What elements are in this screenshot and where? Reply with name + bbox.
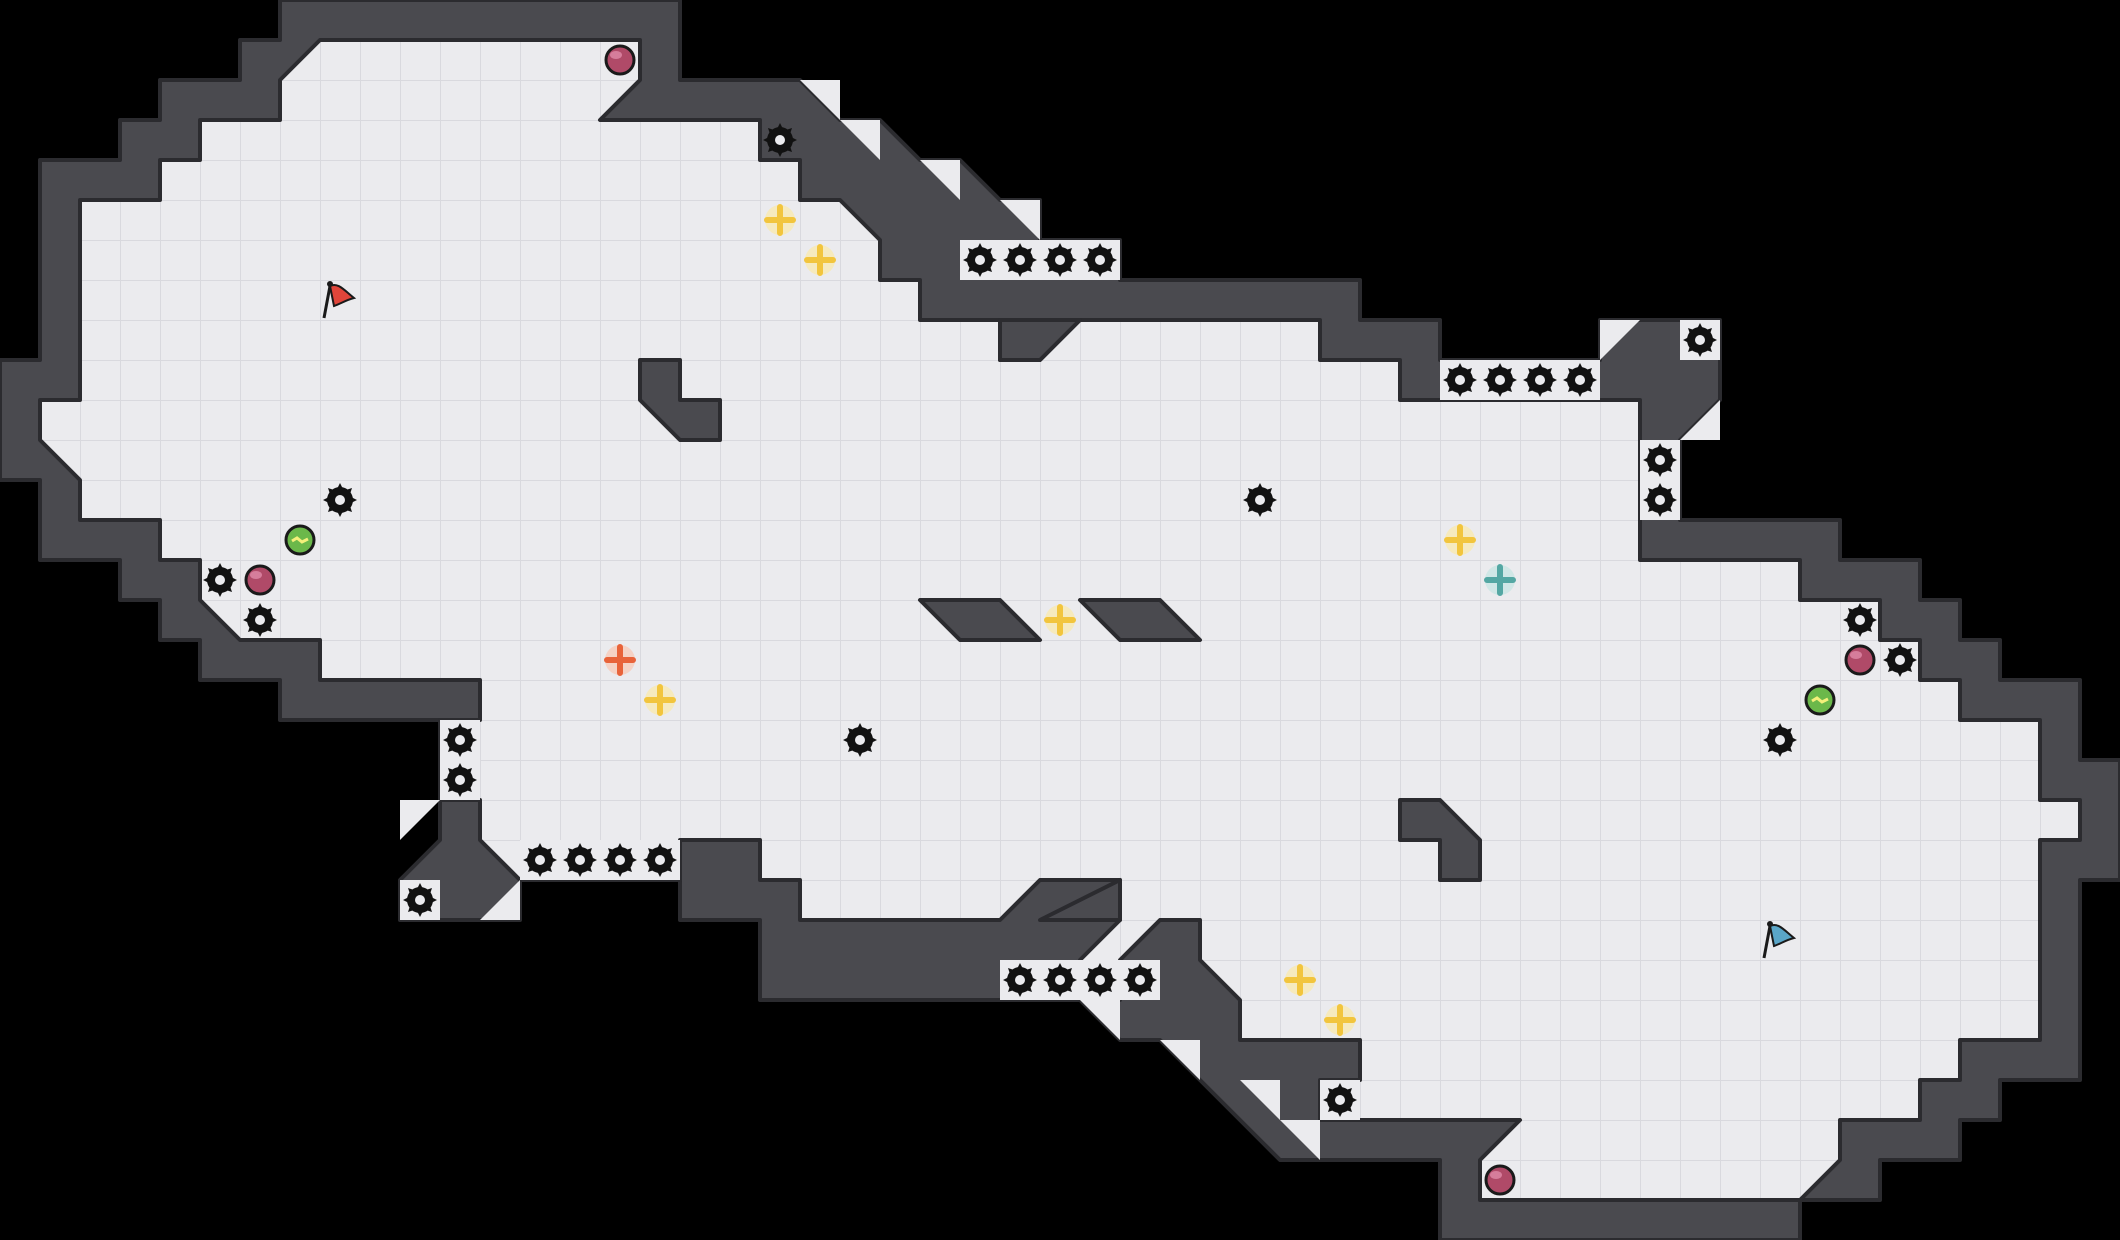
bomb-icon (1844, 644, 1876, 676)
spike-icon (243, 603, 277, 637)
spike-icon (1483, 363, 1517, 397)
spike-icon (323, 483, 357, 517)
spike-icon (643, 843, 677, 877)
shield-orb-icon (1804, 684, 1836, 716)
spike-icon (1003, 963, 1037, 997)
bomb-icon (604, 44, 636, 76)
spike-icon (1523, 363, 1557, 397)
wall-notch-top (998, 318, 1082, 362)
yellow-boost-icon (1045, 605, 1075, 635)
spike-icon (1843, 603, 1877, 637)
spike-icon (1563, 363, 1597, 397)
spike-icon (1043, 243, 1077, 277)
spike-icon (1083, 243, 1117, 277)
spike-icon (1043, 963, 1077, 997)
yellow-boost-icon (765, 205, 795, 235)
spike-icon (1683, 323, 1717, 357)
yellow-boost-icon (645, 685, 675, 715)
teal-boost-icon (1485, 565, 1515, 595)
spike-icon (403, 883, 437, 917)
spike-icon (1083, 963, 1117, 997)
red-boost-icon (605, 645, 635, 675)
yellow-boost-icon (1445, 525, 1475, 555)
spike-icon (1323, 1083, 1357, 1117)
spike-icon (603, 843, 637, 877)
bomb-icon (1484, 1164, 1516, 1196)
yellow-boost-icon (1285, 965, 1315, 995)
spike-icon (843, 723, 877, 757)
wall-notch-tiles (400, 80, 1720, 1160)
spike-icon (1443, 363, 1477, 397)
red-flag-icon (322, 281, 357, 319)
spike-icon (443, 723, 477, 757)
wall-notch-bottom (1038, 878, 1122, 922)
blue-flag-icon (1762, 921, 1797, 959)
spike-icon (443, 763, 477, 797)
spike-icon (563, 843, 597, 877)
spike-icon (763, 123, 797, 157)
inner-wall-bottom (1398, 798, 1482, 882)
inner-wall-top (638, 358, 722, 442)
spike-icon (1243, 483, 1277, 517)
yellow-boost-icon (805, 245, 835, 275)
inner-wall-mid-right (1078, 598, 1202, 642)
spike-icon (1123, 963, 1157, 997)
spike-icon (963, 243, 997, 277)
spike-icon (203, 563, 237, 597)
spike-icon (523, 843, 557, 877)
inner-wall-mid-left (918, 598, 1042, 642)
spike-icon (1643, 483, 1677, 517)
inner-walls (638, 318, 1482, 922)
yellow-boost-icon (1325, 1005, 1355, 1035)
bomb-icon (244, 564, 276, 596)
spike-icon (1003, 243, 1037, 277)
spike-icon (1883, 643, 1917, 677)
spike-icon (1763, 723, 1797, 757)
shield-orb-icon (284, 524, 316, 556)
spike-icon (1643, 443, 1677, 477)
